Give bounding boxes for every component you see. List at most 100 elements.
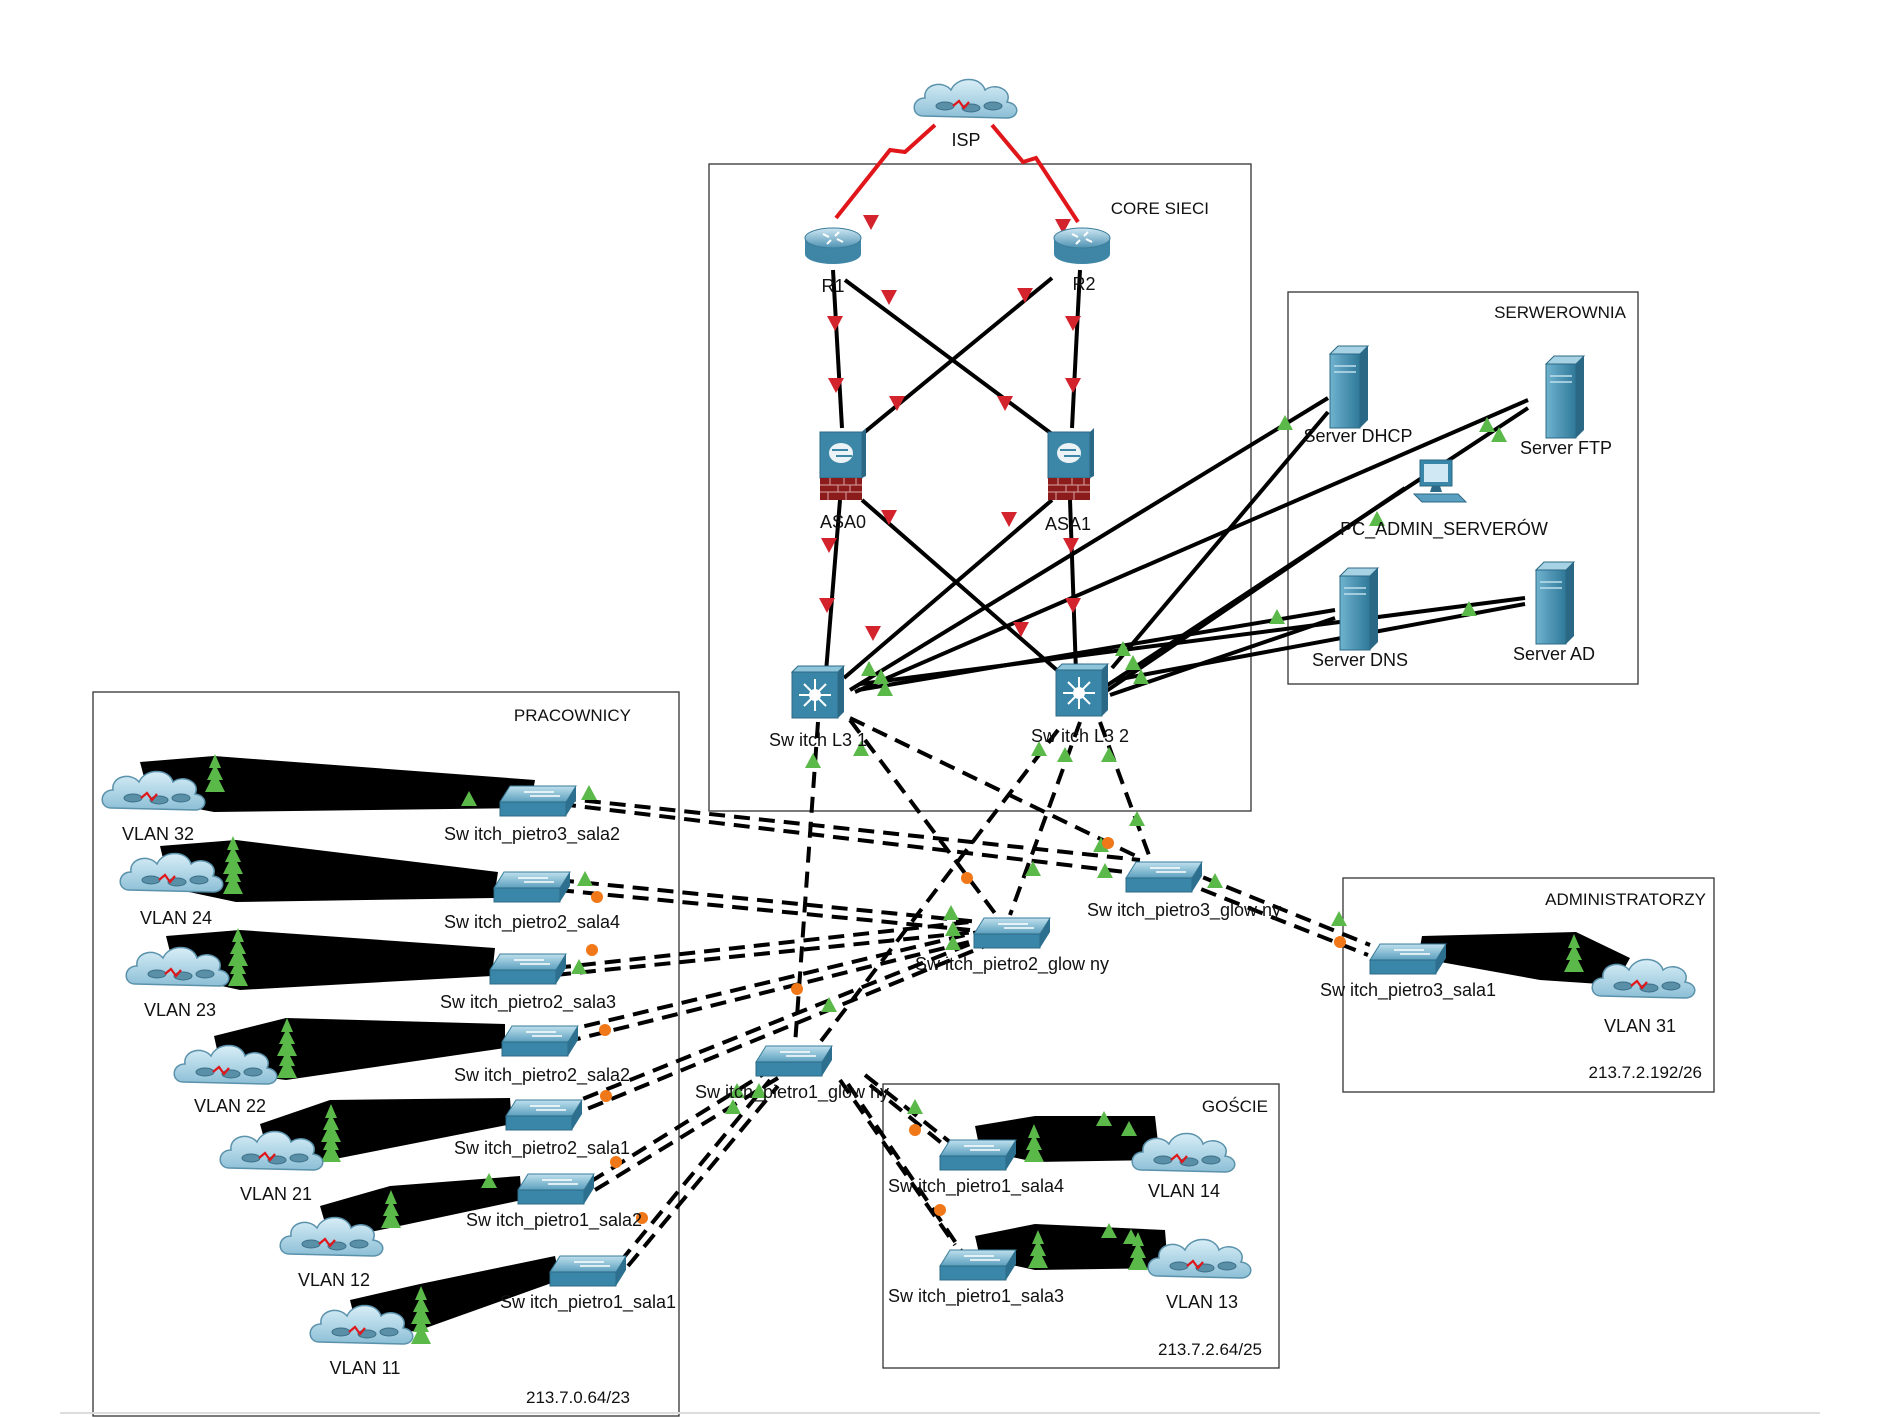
server-links xyxy=(848,396,1530,697)
link-dhcp-l3-1[interactable] xyxy=(848,396,1330,692)
vlan-32-cloud[interactable]: VLAN 32 xyxy=(101,770,206,845)
link-p3s1-vlan31[interactable] xyxy=(1418,932,1630,985)
switch-pietro1-sala4[interactable]: Sw itch_pietro1_sala4 xyxy=(888,1139,1064,1197)
link-vlan32-p3s2[interactable] xyxy=(140,756,535,812)
link-vlan24-p2s4[interactable] xyxy=(160,840,498,902)
pc-admin-serverow[interactable]: PC_ADMIN_SERVERÓW xyxy=(1340,459,1548,540)
label-sw-p1-s1: Sw itch_pietro1_sala1 xyxy=(500,1292,676,1313)
switch-pietro2-sala2[interactable]: Sw itch_pietro2_sala2 xyxy=(454,1025,630,1086)
link-p1s1-p1glow-b[interactable] xyxy=(626,1084,780,1268)
label-sw-p1-s2: Sw itch_pietro1_sala2 xyxy=(466,1210,642,1231)
link-ad-l3-1[interactable] xyxy=(859,596,1526,686)
port-led-down xyxy=(881,290,897,305)
switch-pietro2-sala3[interactable]: Sw itch_pietro2_sala3 xyxy=(440,953,616,1013)
vlan-11-cloud[interactable]: VLAN 11 xyxy=(309,1304,414,1379)
server-ftp[interactable]: Server FTP xyxy=(1520,355,1612,458)
vlan-14-cloud[interactable]: VLAN 14 xyxy=(1131,1132,1236,1202)
vlan-24-cloud[interactable]: VLAN 24 xyxy=(119,852,224,929)
router-icon xyxy=(1053,227,1111,265)
router-r1[interactable]: R1 xyxy=(804,227,862,296)
link-r1-asa0[interactable] xyxy=(831,269,844,429)
firewall-asa0[interactable]: ASA0 xyxy=(819,427,867,532)
switch-pietro1-sala2[interactable]: Sw itch_pietro1_sala2 xyxy=(466,1173,642,1231)
link-p1s2-p1glow-b[interactable] xyxy=(593,1076,780,1192)
vlan-13-cloud[interactable]: VLAN 13 xyxy=(1147,1238,1252,1313)
port-stack xyxy=(1028,1230,1048,1268)
link-p3s2-p3glow-b[interactable] xyxy=(559,802,1126,874)
subnet-admins: 213.7.2.192/26 xyxy=(1589,1063,1702,1082)
link-p1s4-vlan14[interactable] xyxy=(975,1116,1160,1162)
area-guests: GOŚCIE 213.7.2.64/25 xyxy=(882,1083,1280,1369)
link-p2s2-p2glow-b[interactable] xyxy=(564,936,986,1044)
link-p1s1-p1glow[interactable] xyxy=(618,1078,772,1264)
link-asa1-l3-1[interactable] xyxy=(1068,499,1078,673)
wan-link-isp-r2[interactable] xyxy=(990,123,1080,224)
port-indicators-waiting xyxy=(586,837,1346,1224)
link-l3-1-p1glow[interactable] xyxy=(793,721,820,1046)
link-p2s2-p2glow[interactable] xyxy=(559,930,979,1034)
link-dhcp-l3-2[interactable] xyxy=(1110,410,1330,670)
link-p2s1-p2glow-b[interactable] xyxy=(564,944,986,1120)
l3-switch-1[interactable]: Sw itch L3 1 xyxy=(769,665,867,750)
link-vlan21-p2s1[interactable] xyxy=(260,1098,512,1160)
port-led-up xyxy=(581,785,597,800)
switch-pietro3-sala1[interactable]: Sw itch_pietro3_sala1 xyxy=(1320,943,1496,1001)
link-p3s2-p3glow[interactable] xyxy=(559,796,1141,862)
link-p2s4-p2glow[interactable] xyxy=(557,878,981,924)
link-p1glow-p1s3-b[interactable] xyxy=(846,1082,964,1254)
switch-pietro3-glowny[interactable]: Sw itch_pietro3_glow ny xyxy=(1087,861,1281,921)
switch-pietro2-sala1[interactable]: Sw itch_pietro2_sala1 xyxy=(454,1099,630,1159)
link-r2-asa0[interactable] xyxy=(853,276,1054,442)
label-asa1: ASA1 xyxy=(1045,514,1091,534)
link-pc-l3-2[interactable] xyxy=(1100,486,1407,696)
link-p1s3-vlan13[interactable] xyxy=(975,1224,1168,1270)
port-led-down xyxy=(1065,378,1081,393)
vlan-21-cloud[interactable]: VLAN 21 xyxy=(219,1130,324,1205)
switch-pietro2-glowny[interactable]: Sw itch_pietro2_glow ny xyxy=(915,917,1109,975)
link-vlan12-p1s2[interactable] xyxy=(320,1176,522,1240)
link-asa0-l3-1[interactable] xyxy=(824,499,842,673)
label-sw-p1-glow: Sw itch_pietro1_glow ny xyxy=(695,1082,889,1103)
port-stack xyxy=(321,1104,341,1142)
vlan-12-cloud[interactable]: VLAN 12 xyxy=(279,1216,384,1291)
switch-pietro1-glowny[interactable]: Sw itch_pietro1_glow ny xyxy=(695,1045,889,1103)
port-led-waiting xyxy=(591,891,603,903)
link-p2s4-p2glow-b[interactable] xyxy=(557,888,971,932)
server-dhcp[interactable]: Server DHCP xyxy=(1303,345,1413,446)
link-l3-1-p2glow[interactable] xyxy=(848,718,1002,922)
link-vlan23-p2s3[interactable] xyxy=(166,930,495,990)
link-l3-2-p2glow[interactable] xyxy=(1008,721,1082,916)
link-asa0-l3-2[interactable] xyxy=(860,498,1068,680)
firewall-asa1[interactable]: ASA1 xyxy=(1045,427,1095,534)
area-core: CORE SIECI xyxy=(708,163,1252,812)
router-r2[interactable]: R2 xyxy=(1053,227,1111,294)
server-ad[interactable]: Server AD xyxy=(1513,561,1595,664)
link-l3-2-p1glow[interactable] xyxy=(816,728,1060,1047)
vlan-22-cloud[interactable]: VLAN 22 xyxy=(173,1044,278,1117)
link-p1glow-p1s3[interactable] xyxy=(838,1078,957,1247)
label-srv-ad: Server AD xyxy=(1513,644,1595,664)
link-r2-asa1[interactable] xyxy=(1070,269,1082,429)
link-ad-l3-2[interactable] xyxy=(1114,602,1526,682)
link-p2s3-p2glow[interactable] xyxy=(554,920,971,970)
link-l3-1-p3glow[interactable] xyxy=(849,716,1141,860)
link-p2s3-p2glow-b[interactable] xyxy=(554,930,976,977)
link-p3glow-p3s1-b[interactable] xyxy=(1177,878,1369,957)
switch-pietro2-sala4[interactable]: Sw itch_pietro2_sala4 xyxy=(444,871,620,933)
link-asa1-l3-1x[interactable] xyxy=(842,498,1054,680)
wan-link-isp-r1[interactable] xyxy=(834,123,937,220)
server-dns[interactable]: Server DNS xyxy=(1312,567,1408,670)
switch-pietro1-sala3[interactable]: Sw itch_pietro1_sala3 xyxy=(888,1249,1064,1307)
switch-pietro1-sala1[interactable]: Sw itch_pietro1_sala1 xyxy=(500,1255,676,1313)
vlan-31-cloud[interactable]: VLAN 31 xyxy=(1591,958,1696,1037)
vlan-23-cloud[interactable]: VLAN 23 xyxy=(125,946,230,1021)
link-ftp-l3-1[interactable] xyxy=(854,398,1529,694)
switch-icon xyxy=(501,1025,579,1057)
l3-switch-2[interactable]: Sw itch L3 2 xyxy=(1031,663,1129,746)
switch-icon xyxy=(493,871,571,903)
link-p2s1-p2glow[interactable] xyxy=(559,938,981,1110)
switch-pietro3-sala2[interactable]: Sw itch_pietro3_sala2 xyxy=(444,785,620,845)
label-vlan22: VLAN 22 xyxy=(194,1096,266,1116)
isp-cloud[interactable]: ISP xyxy=(913,78,1018,151)
link-dns-l3-1[interactable] xyxy=(857,608,1336,692)
